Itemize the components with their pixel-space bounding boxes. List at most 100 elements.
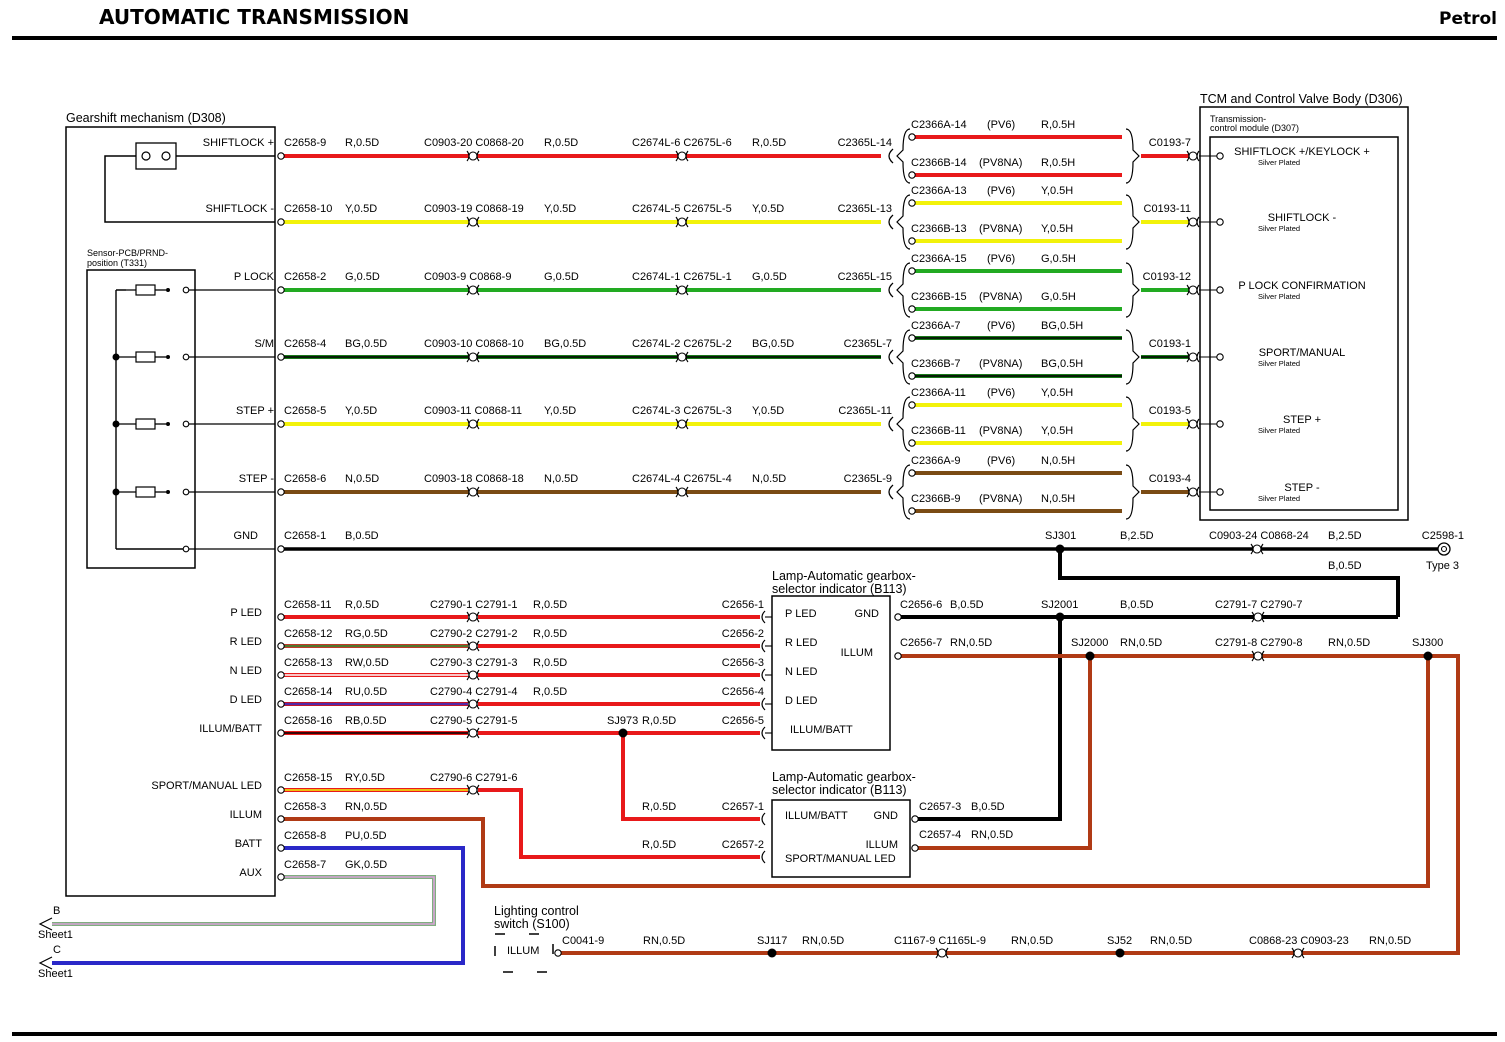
connector-label: C2658-10 bbox=[284, 203, 332, 215]
connector-pair-icon bbox=[466, 640, 470, 652]
connector-pair-icon bbox=[468, 487, 478, 497]
connector-pair-icon bbox=[685, 351, 689, 363]
wire-stripe bbox=[52, 876, 435, 925]
sensor-terminal bbox=[182, 545, 190, 553]
wire-label: N,0.5H bbox=[1041, 493, 1075, 505]
splice-label: SJ301 bbox=[1045, 530, 1076, 542]
splice-dot bbox=[1055, 612, 1065, 622]
connector-icon bbox=[888, 416, 894, 432]
lighting-title-2: switch (S100) bbox=[494, 917, 570, 931]
tcm-inner-box bbox=[1209, 136, 1399, 511]
connector-label: C2658-16 bbox=[284, 715, 332, 727]
connector-label: C2365L-9 bbox=[844, 473, 892, 485]
splice-dot bbox=[1115, 948, 1125, 958]
connector-pair-icon bbox=[476, 216, 480, 228]
sensor-title-2: position (T331) bbox=[87, 258, 147, 268]
connector-pair-icon bbox=[1196, 351, 1200, 363]
connector-pair-icon bbox=[1186, 284, 1190, 296]
offsheet-letter: B bbox=[53, 905, 60, 917]
connector-pair-icon bbox=[675, 150, 679, 162]
pin-label: GND bbox=[234, 530, 259, 542]
terminal-pin bbox=[908, 372, 916, 380]
connector-label: C2658-1 bbox=[284, 530, 326, 542]
connector-pair-icon bbox=[1250, 543, 1254, 555]
offsheet-sheet: Sheet1 bbox=[38, 929, 73, 941]
connector-label: C2658-6 bbox=[284, 473, 326, 485]
wire-label: Y,0.5D bbox=[752, 203, 784, 215]
terminal-pin bbox=[908, 401, 916, 409]
lamp2-pin-illum-batt: ILLUM/BATT bbox=[785, 810, 848, 822]
tcm-inner-title-1: Transmission- bbox=[1210, 114, 1266, 124]
wire-label: RN,0.5D bbox=[1120, 637, 1162, 649]
connector-pair-icon bbox=[468, 785, 478, 795]
wire-label: R,0.5D bbox=[642, 839, 676, 851]
tcm-pin-note: Silver Plated bbox=[1258, 359, 1300, 368]
wire-label: RN,0.5D bbox=[1150, 935, 1192, 947]
switch-contact bbox=[166, 288, 170, 292]
lamp1-pin-gnd: GND bbox=[855, 608, 880, 620]
connector-pair-icon bbox=[466, 150, 470, 162]
wire-label: PU,0.5D bbox=[345, 830, 387, 842]
connector-pair-icon bbox=[466, 698, 470, 710]
wire-label: BG,0.5D bbox=[752, 338, 794, 350]
resistor-icon bbox=[135, 486, 156, 498]
variant-label: (PV8NA) bbox=[979, 223, 1022, 235]
connector-label: C2366A-9 bbox=[911, 455, 961, 467]
lamp1-pin-illum: ILLUM bbox=[841, 647, 873, 659]
pin-label: S/M bbox=[254, 338, 274, 350]
connector-pair-icon bbox=[1253, 651, 1263, 661]
wire bbox=[1058, 549, 1400, 617]
variant-bracket bbox=[1125, 329, 1140, 385]
connector-pair-icon bbox=[1291, 947, 1295, 959]
splice-label: SJ2000 bbox=[1071, 637, 1108, 649]
connector-label: C2365L-15 bbox=[838, 271, 892, 283]
wire-label: R,0.5D bbox=[752, 137, 786, 149]
connector-pair-icon bbox=[468, 285, 478, 295]
connector-pair-icon bbox=[1251, 650, 1255, 662]
wire-label: Y,0.5H bbox=[1041, 425, 1073, 437]
connector-label: C0193-7 bbox=[1149, 137, 1191, 149]
connector-pair-icon bbox=[1260, 543, 1264, 555]
wire-label: RU,0.5D bbox=[345, 686, 387, 698]
terminal-pin bbox=[277, 353, 285, 361]
connector-pair-icon bbox=[685, 284, 689, 296]
connector-label: C2790-2 C2791-2 bbox=[430, 628, 517, 640]
terminal-pin bbox=[277, 671, 285, 679]
connector-pair-icon bbox=[466, 216, 470, 228]
wire-label: GK,0.5D bbox=[345, 859, 387, 871]
connector-icon bbox=[761, 610, 766, 624]
wire-label: Y,0.5D bbox=[544, 405, 576, 417]
connector-label: C0903-9 C0868-9 bbox=[424, 271, 511, 283]
wire-label: R,0.5D bbox=[642, 801, 676, 813]
sensor-internals bbox=[112, 284, 275, 553]
variant-label: (PV6) bbox=[987, 455, 1015, 467]
wire bbox=[52, 846, 465, 965]
wire-label: BG,0.5H bbox=[1041, 358, 1083, 370]
connector-pair-icon bbox=[1252, 544, 1262, 554]
wire-label: G,0.5H bbox=[1041, 291, 1076, 303]
connector-label: C2674L-1 C2675L-1 bbox=[632, 271, 732, 283]
connector-label: C2656-5 bbox=[722, 715, 764, 727]
pin-label: STEP + bbox=[236, 405, 274, 417]
connector-pair-icon bbox=[1301, 947, 1305, 959]
wire bbox=[621, 733, 760, 821]
tcm-outer-box bbox=[1199, 106, 1409, 521]
wire-label: N,0.5D bbox=[752, 473, 786, 485]
connector-pair-icon bbox=[1196, 486, 1200, 498]
connector-pair-icon bbox=[476, 150, 480, 162]
wire-label: RN,0.5D bbox=[1369, 935, 1411, 947]
variant-bracket bbox=[1125, 128, 1140, 184]
variant-label: (PV8NA) bbox=[979, 493, 1022, 505]
connector-label: C2365L-7 bbox=[844, 338, 892, 350]
lamp2-box bbox=[771, 799, 911, 878]
connector-pair-icon bbox=[677, 487, 687, 497]
connector-label: C0193-1 bbox=[1149, 338, 1191, 350]
variant-label: (PV8NA) bbox=[979, 358, 1022, 370]
wire-label: B,2.5D bbox=[1328, 530, 1362, 542]
terminal-pin bbox=[908, 267, 916, 275]
connector-pair-icon bbox=[945, 947, 949, 959]
variant-label: (PV6) bbox=[987, 387, 1015, 399]
wire-layer bbox=[52, 135, 1460, 965]
connector-pair-icon bbox=[1253, 612, 1263, 622]
